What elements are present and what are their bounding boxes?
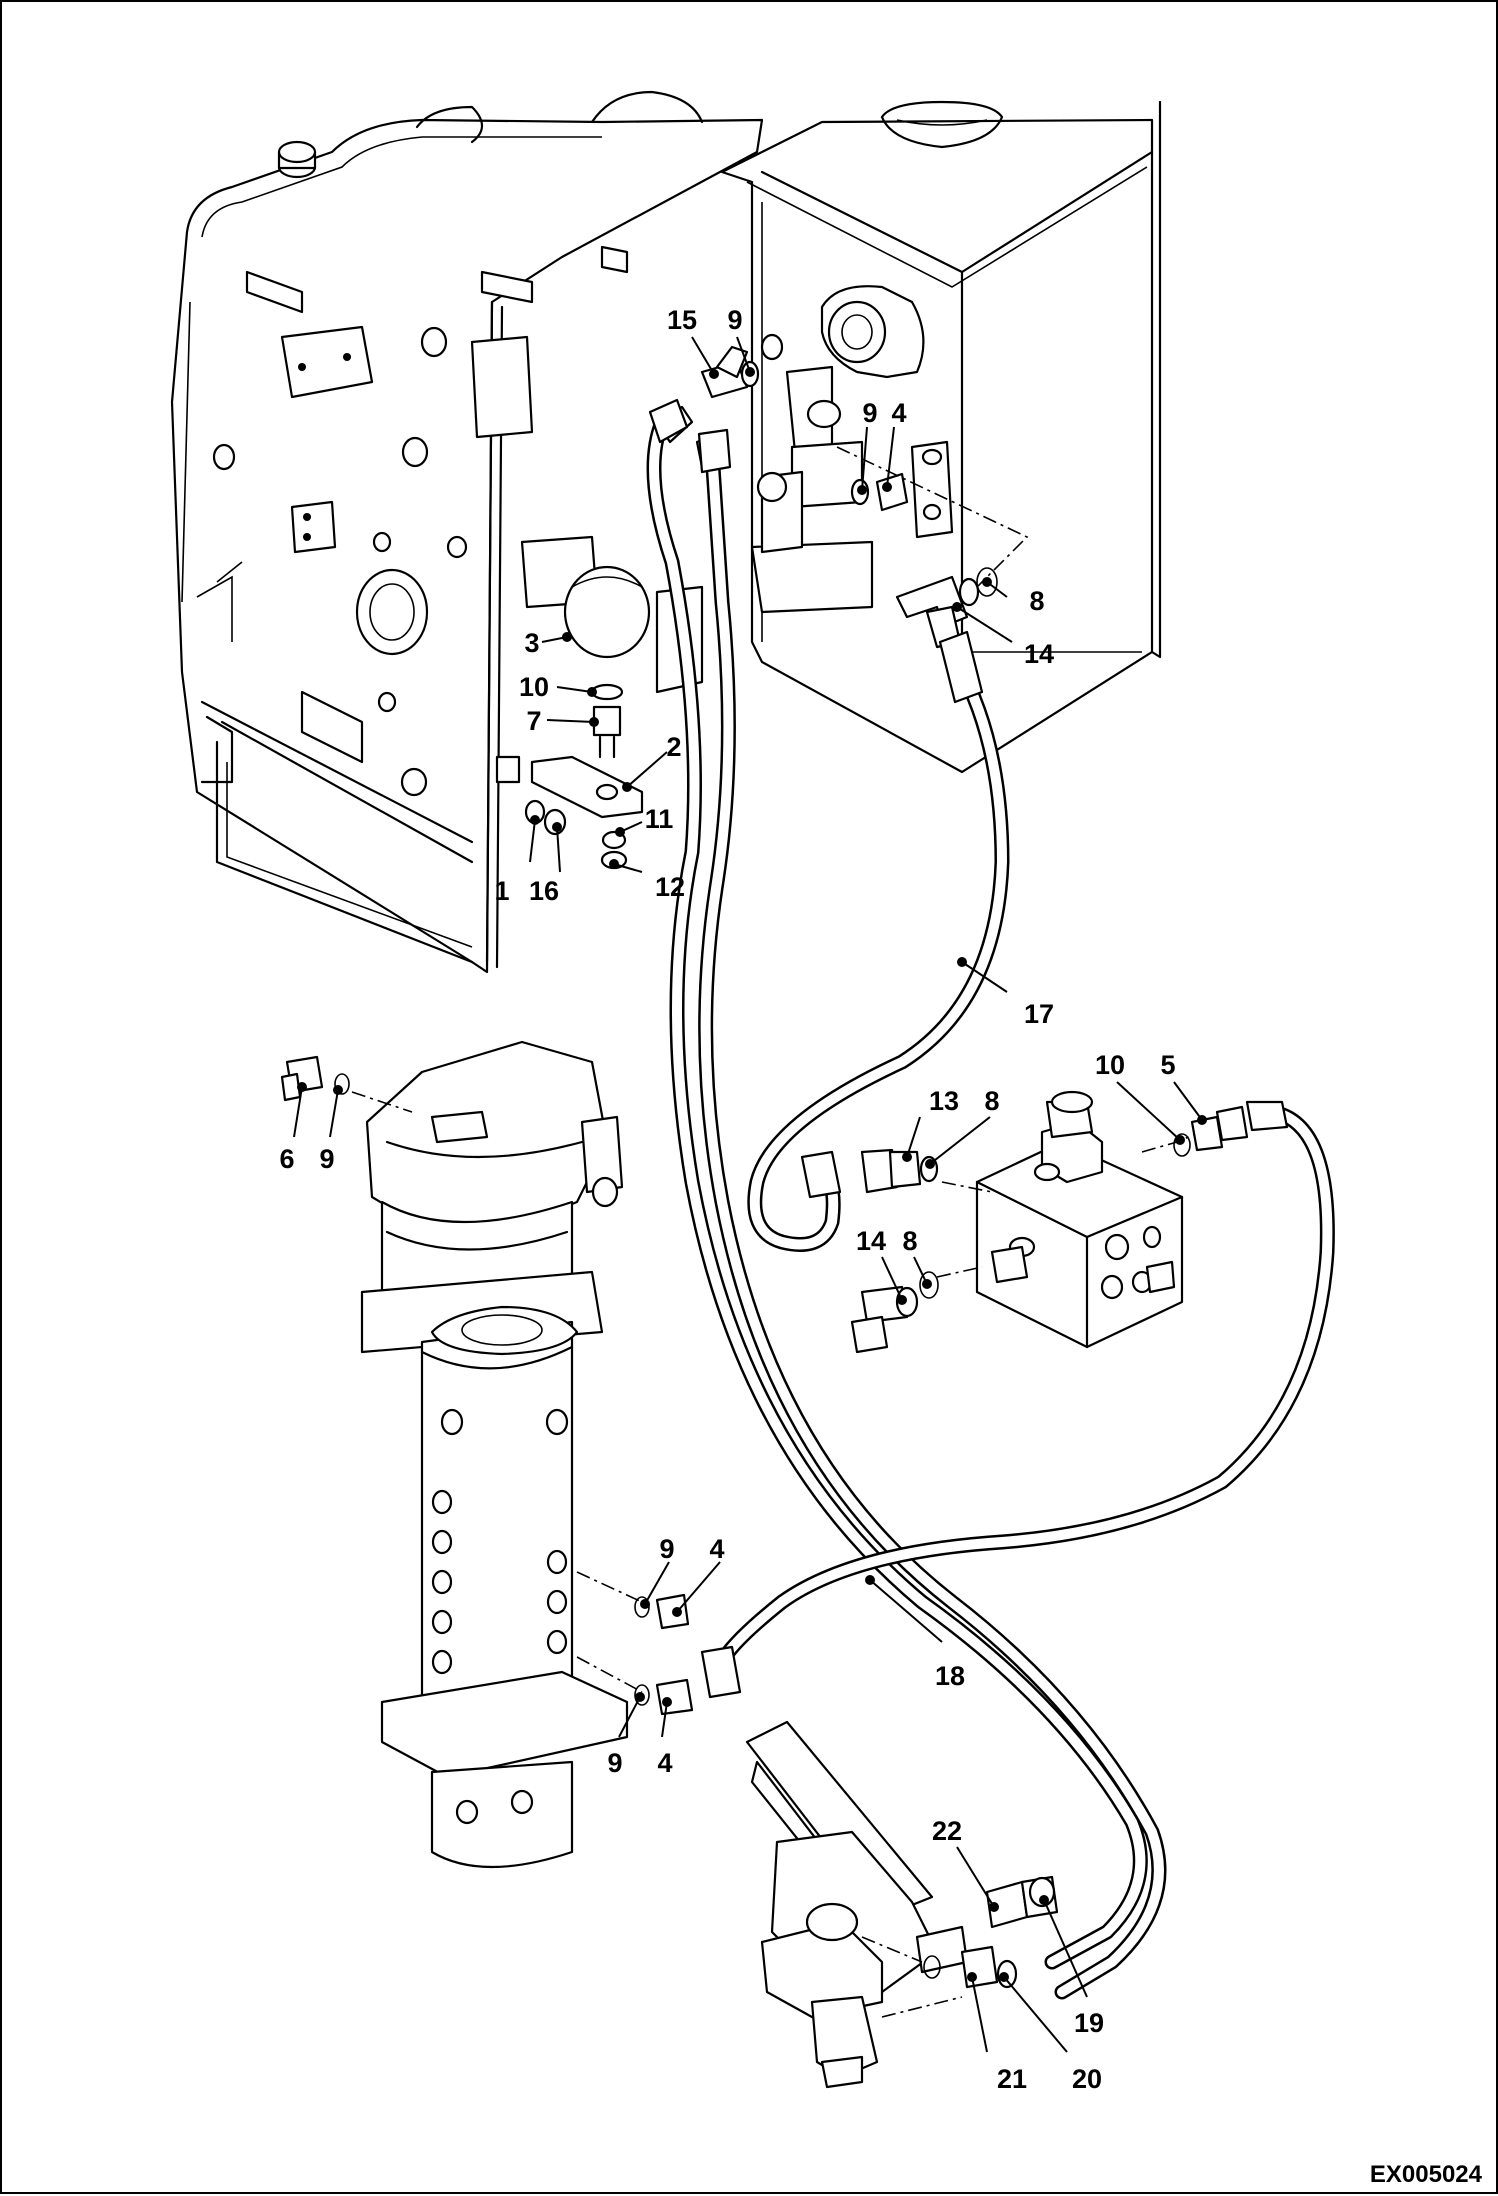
callout-14-upper: 14	[1024, 639, 1054, 669]
callout-9-swivel-mid: 9	[659, 1534, 674, 1564]
callout-21: 21	[997, 2064, 1027, 2094]
callout-9-upper: 9	[727, 305, 742, 335]
callout-9-swivel-top: 9	[319, 1144, 334, 1174]
control-valve-block	[936, 1090, 1228, 1349]
callout-18: 18	[935, 1661, 965, 1691]
callout-10-valve: 10	[1095, 1050, 1125, 1080]
callout-19: 19	[1074, 2008, 1104, 2038]
callout-1: 1	[494, 876, 509, 906]
secondary-tank-body	[720, 100, 1162, 774]
callout-labels: 15 9 9 4 8 14 3 10 7 2 11 1 16 12 17 10 …	[279, 305, 1175, 2094]
swivel-joint	[360, 1040, 629, 1869]
callout-5: 5	[1160, 1050, 1175, 1080]
callout-4-swivel-mid: 4	[709, 1534, 724, 1564]
callout-13: 13	[929, 1086, 959, 1116]
callout-7: 7	[526, 706, 541, 736]
callout-12: 12	[655, 872, 685, 902]
tank-outlet-elbow	[750, 285, 925, 614]
callout-17: 17	[1024, 999, 1054, 1029]
callout-6: 6	[279, 1144, 294, 1174]
hydraulic-tank-body	[170, 90, 764, 974]
callout-20: 20	[1072, 2064, 1102, 2094]
accumulator-assembly	[495, 565, 651, 870]
callout-4-swivel-low: 4	[657, 1748, 672, 1778]
callout-15-upper: 15	[667, 305, 697, 335]
callout-8-valve-lower: 8	[902, 1226, 917, 1256]
callout-14-valve: 14	[856, 1226, 886, 1256]
callout-3: 3	[524, 628, 539, 658]
leader-lines	[293, 336, 1207, 2053]
callout-8-upper: 8	[1029, 586, 1044, 616]
callout-9-elbow: 9	[862, 398, 877, 428]
callout-16: 16	[529, 876, 559, 906]
hose-18	[700, 1100, 1335, 1699]
callout-9-swivel-low: 9	[607, 1748, 622, 1778]
callout-8-valve-upper: 8	[984, 1086, 999, 1116]
callout-10-upper: 10	[519, 672, 549, 702]
callout-11: 11	[645, 804, 674, 834]
pedal-valve	[745, 1720, 1059, 2089]
hose-bundle-pedal	[646, 398, 1167, 2000]
callout-2: 2	[666, 732, 681, 762]
valve-fittings	[850, 1105, 1249, 1354]
drawing-code: EX005024	[1370, 2161, 1483, 2188]
callout-4-elbow: 4	[891, 398, 906, 428]
upper-fittings	[655, 333, 1029, 649]
hose-17	[747, 630, 1010, 1252]
callout-22: 22	[932, 1816, 962, 1846]
